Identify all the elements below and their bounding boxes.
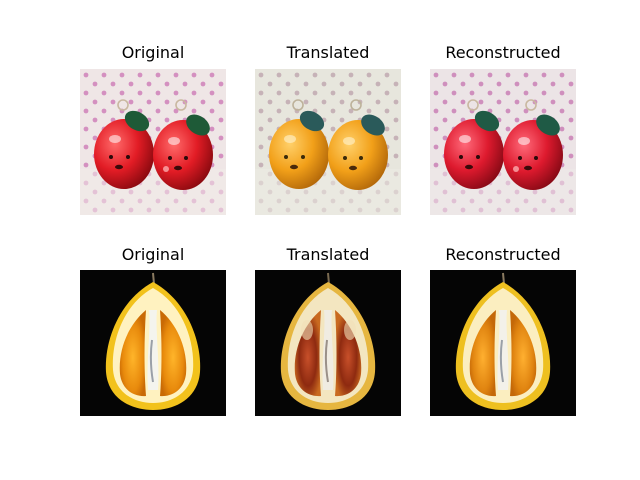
panel-title: Translated xyxy=(286,43,370,62)
apple-earrings-translated-image xyxy=(255,69,401,215)
orange-half-original-image xyxy=(80,270,226,416)
panel-title: Translated xyxy=(286,245,370,264)
apple-earrings-reconstructed-image xyxy=(430,69,576,215)
orange-half-translated-image xyxy=(255,270,401,416)
orange-half-reconstructed-image xyxy=(430,270,576,416)
panel-title: Original xyxy=(121,43,185,62)
panel-title: Reconstructed xyxy=(445,43,561,62)
apple-earrings-original-image xyxy=(80,69,226,215)
panel-title: Reconstructed xyxy=(445,245,561,264)
panel-title: Original xyxy=(121,245,185,264)
